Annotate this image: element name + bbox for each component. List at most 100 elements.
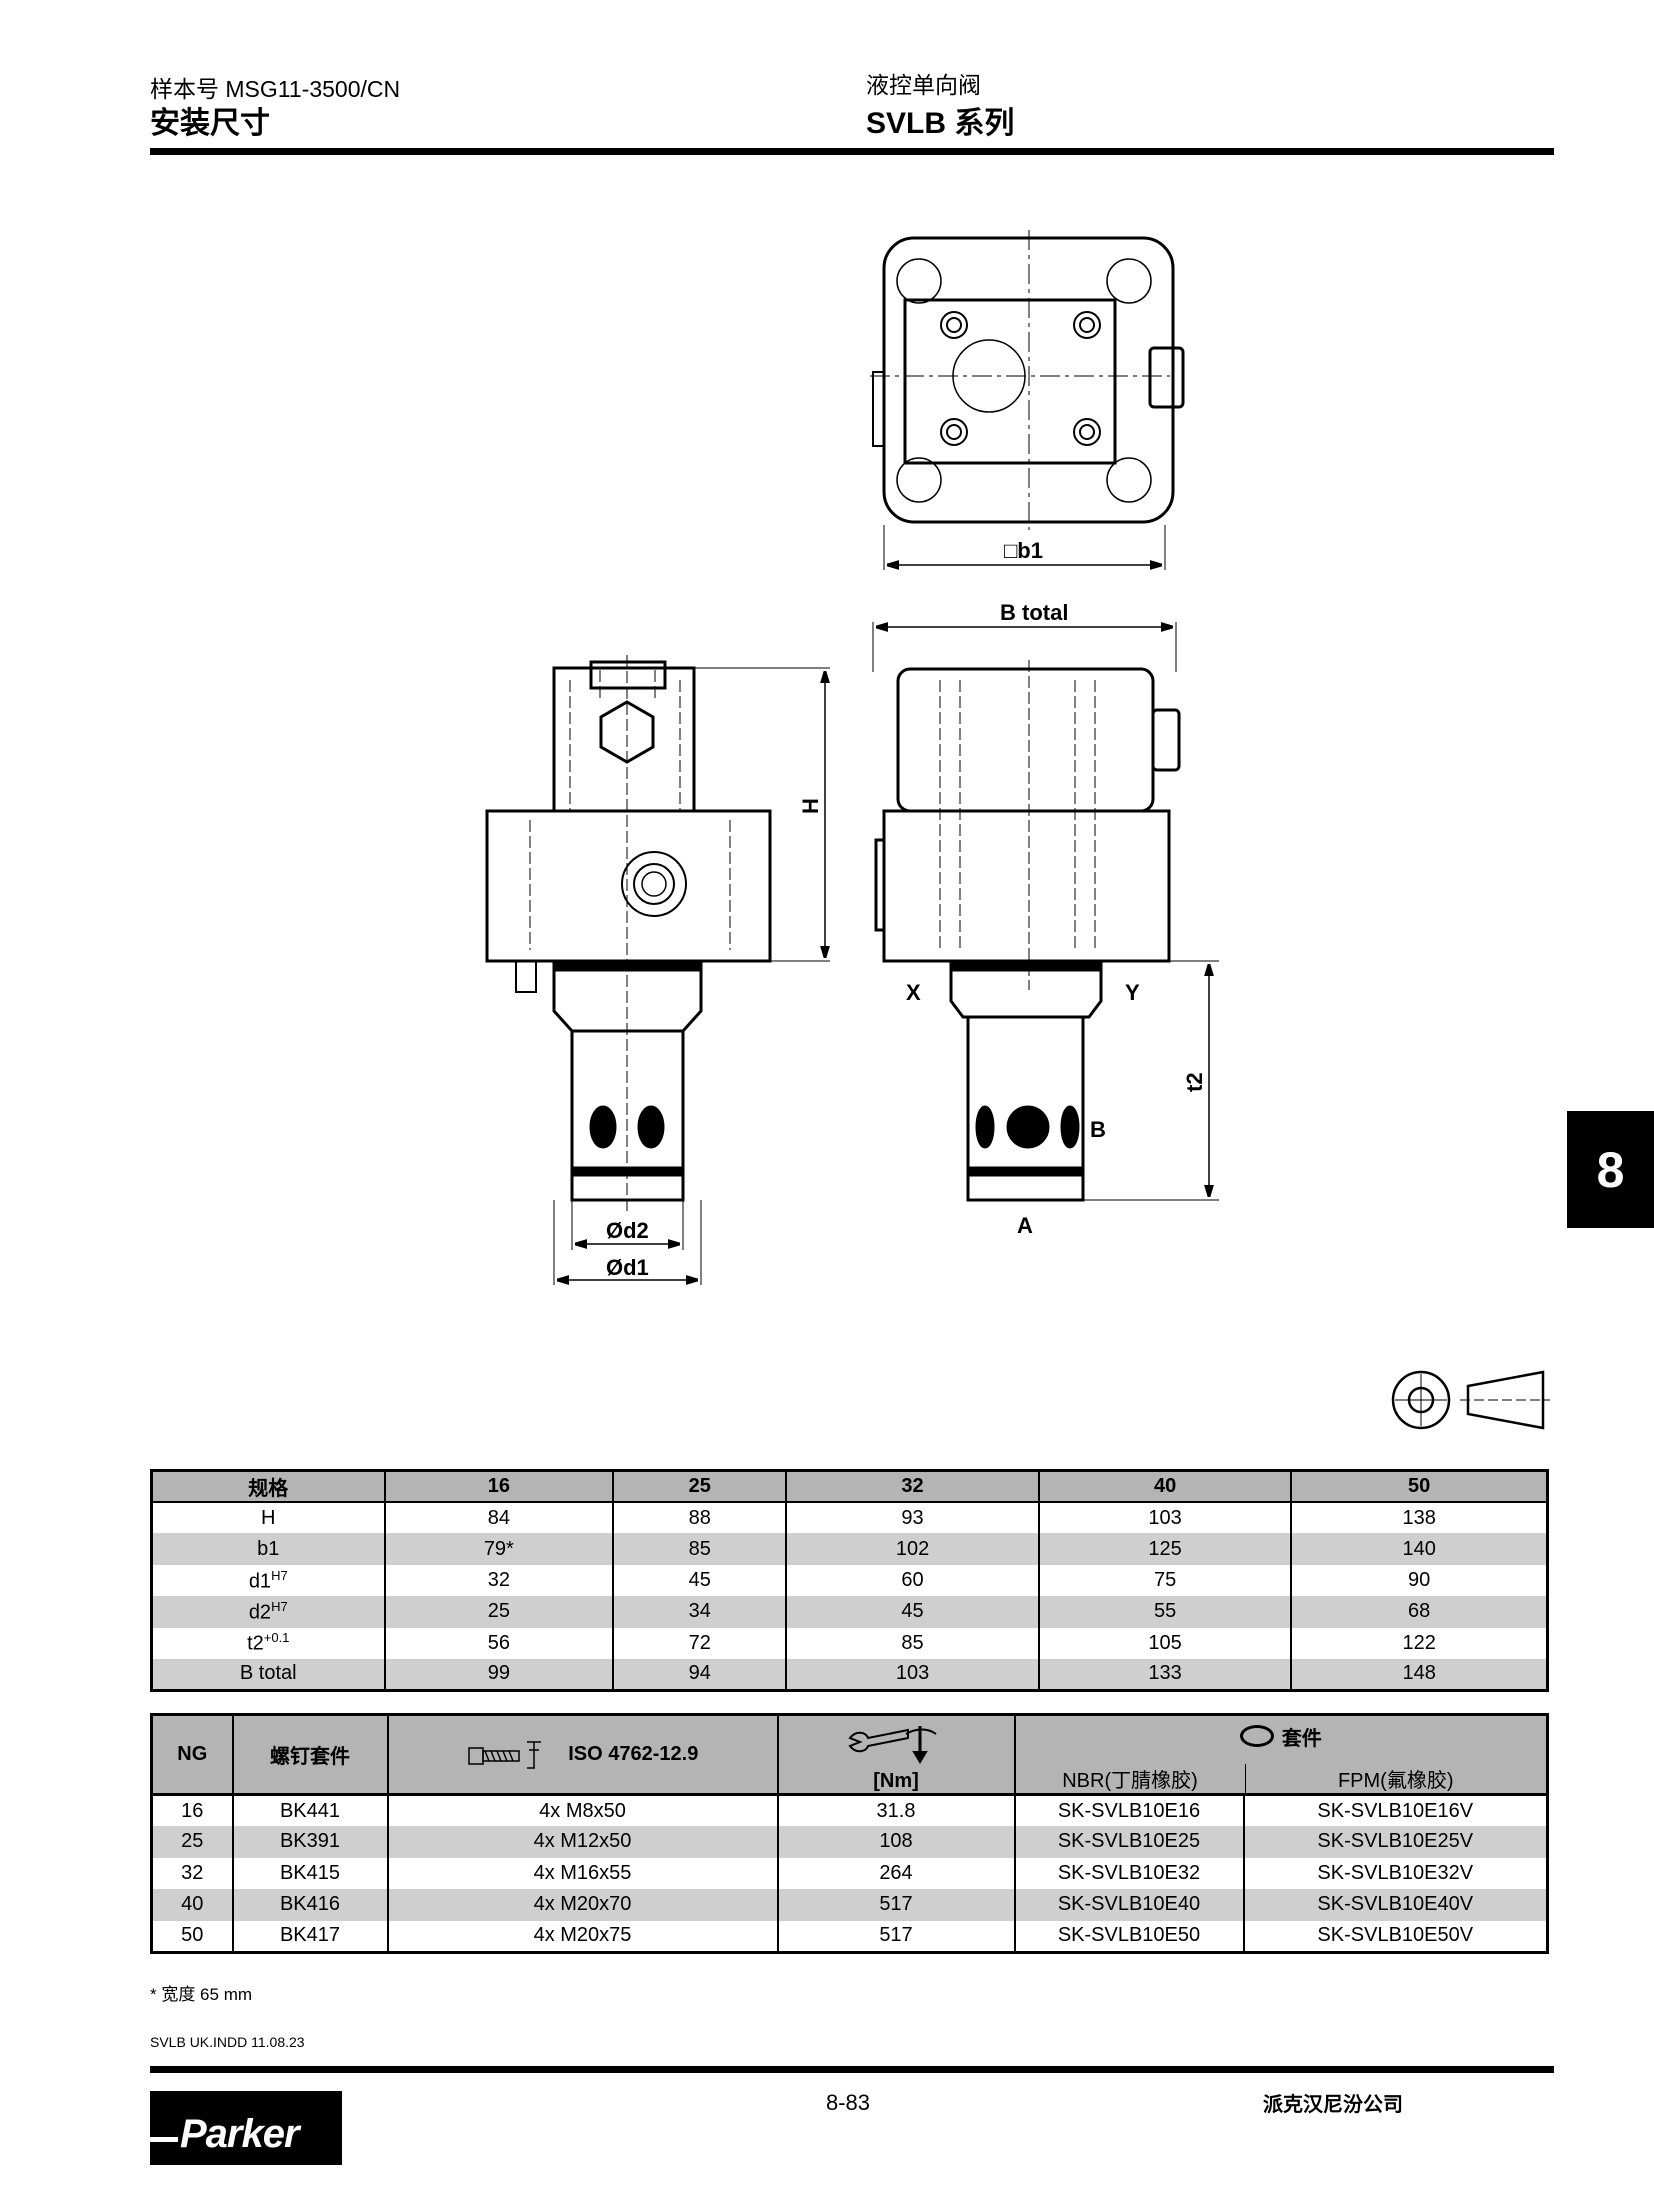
value-cell: 32: [383, 1564, 615, 1597]
value-cell: 25: [383, 1596, 615, 1628]
torque-cell: 264: [776, 1857, 1016, 1889]
header-cell: 规格: [150, 1470, 386, 1503]
port-b-label: B: [1090, 1117, 1106, 1142]
fpm-kit-cell: SK-SVLB10E40V: [1242, 1889, 1549, 1921]
header-seal-kit: 套件 NBR(丁腈橡胶) FPM(氟橡胶): [1013, 1714, 1549, 1796]
value-cell: 148: [1290, 1658, 1549, 1691]
screw-cell: 4x M20x75: [386, 1920, 779, 1952]
value-cell: 45: [785, 1596, 1040, 1628]
bolt-kit-cell: BK391: [231, 1826, 389, 1858]
fpm-kit-cell: SK-SVLB10E50V: [1242, 1920, 1549, 1952]
value-cell: 56: [383, 1627, 615, 1659]
parker-logo: Parker: [150, 2091, 342, 2165]
dim-t2-label: t2: [1182, 1072, 1207, 1092]
value-cell: 103: [1037, 1502, 1293, 1534]
ng-cell: 40: [150, 1889, 234, 1921]
port-x-label: X: [906, 980, 921, 1005]
value-cell: 93: [785, 1502, 1040, 1534]
torque-cell: 108: [776, 1826, 1016, 1858]
param-label: H: [261, 1506, 276, 1529]
fpm-kit-cell: SK-SVLB10E25V: [1242, 1826, 1549, 1858]
fpm-kit-cell: SK-SVLB10E16V: [1242, 1794, 1549, 1826]
bolt-kit-cell: BK417: [231, 1920, 389, 1952]
value-cell: 138: [1290, 1502, 1549, 1534]
torque-cell: 517: [776, 1920, 1016, 1952]
bolt-kit-cell: BK415: [231, 1857, 389, 1889]
value-cell: 99: [383, 1658, 615, 1691]
screw-icon: [467, 1740, 541, 1769]
param-label: b1: [257, 1537, 280, 1560]
header-rule: [150, 148, 1554, 155]
header-torque: [Nm]: [776, 1714, 1016, 1796]
param-cell: t2+0.1: [150, 1627, 386, 1659]
header-nbr: NBR(丁腈橡胶): [1062, 1770, 1198, 1792]
screw-cell: 4x M8x50: [386, 1794, 779, 1826]
ng-cell: 50: [150, 1920, 234, 1952]
section-title: 安装尺寸: [150, 107, 270, 140]
port-a-label: A: [1017, 1213, 1033, 1238]
param-label: t2: [247, 1633, 264, 1656]
value-cell: 84: [383, 1502, 615, 1534]
value-cell: 79*: [383, 1533, 615, 1565]
param-label: d1: [248, 1570, 272, 1593]
wrench-torque-icon: [848, 1726, 937, 1764]
value-cell: 55: [1037, 1596, 1293, 1628]
bolt-kit-table: NG 螺钉套件 ISO 4762-12.9 [Nm] 套件 NBR(丁腈橡胶) …: [150, 1713, 1549, 1954]
torque-cell: 31.8: [776, 1794, 1016, 1826]
header-ng: NG: [150, 1714, 234, 1796]
value-cell: 102: [785, 1533, 1040, 1565]
dim-btotal-label: B total: [1000, 600, 1068, 625]
nbr-kit-cell: SK-SVLB10E40: [1013, 1889, 1245, 1921]
tolerance-sup: H7: [271, 1567, 288, 1583]
header-cell: 32: [785, 1470, 1040, 1503]
header-cell: 50: [1290, 1470, 1549, 1503]
o-ring-icon: [1239, 1725, 1274, 1747]
table-header-row: 规格 16 25 32 40 50: [150, 1470, 1549, 1503]
ng-cell: 16: [150, 1794, 234, 1826]
param-cell: d1H7: [150, 1564, 386, 1597]
side-view: [485, 655, 772, 1215]
catalog-number: 样本号 MSG11-3500/CN: [150, 76, 401, 102]
value-cell: 34: [612, 1596, 788, 1628]
value-cell: 125: [1037, 1533, 1293, 1565]
value-cell: 94: [612, 1658, 788, 1691]
value-cell: 68: [1290, 1596, 1549, 1628]
header-iso: ISO 4762-12.9: [386, 1714, 779, 1796]
value-cell: 85: [612, 1533, 788, 1565]
value-cell: 45: [612, 1564, 788, 1597]
header-cell: 16: [383, 1470, 615, 1503]
port-y-label: Y: [1125, 980, 1140, 1005]
value-cell: 88: [612, 1502, 788, 1534]
iso-standard-label: ISO 4762-12.9: [568, 1742, 699, 1765]
value-cell: 72: [612, 1627, 788, 1659]
header-cell: 40: [1037, 1470, 1293, 1503]
dim-b1-label: □b1: [1004, 538, 1043, 563]
ng-cell: 32: [150, 1857, 234, 1889]
chapter-tab: 8: [1567, 1111, 1654, 1228]
value-cell: 90: [1290, 1564, 1549, 1597]
value-cell: 133: [1037, 1658, 1293, 1691]
file-reference: SVLB UK.INDD 11.08.23: [150, 2034, 305, 2050]
fpm-kit-cell: SK-SVLB10E32V: [1242, 1857, 1549, 1889]
ng-cell: 25: [150, 1826, 234, 1858]
page-number: 8-83: [826, 2090, 871, 2115]
param-label: B total: [239, 1662, 297, 1685]
param-cell: H: [150, 1502, 386, 1534]
bolt-kit-cell: BK441: [231, 1794, 389, 1826]
company-name: 派克汉尼汾公司: [1263, 2094, 1403, 2116]
nbr-kit-cell: SK-SVLB10E32: [1013, 1857, 1245, 1889]
torque-cell: 517: [776, 1889, 1016, 1921]
tolerance-sup: H7: [271, 1599, 288, 1615]
table-header-row: NG 螺钉套件 ISO 4762-12.9 [Nm] 套件 NBR(丁腈橡胶) …: [150, 1714, 1549, 1796]
screw-cell: 4x M16x55: [386, 1857, 779, 1889]
param-cell: d2H7: [150, 1596, 386, 1628]
